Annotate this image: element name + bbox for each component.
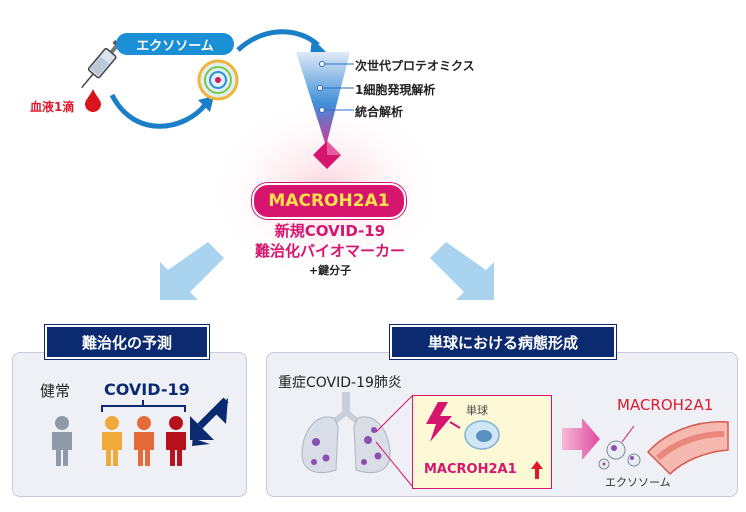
person-healthy-icon <box>52 416 72 466</box>
monocyte-label: 単球 <box>466 404 488 417</box>
biomarker-line-1: 新規COVID-19 <box>274 222 386 240</box>
up-arrow-icon <box>531 461 543 479</box>
biomarker-line-2: 難治化バイオマーカー <box>254 242 405 260</box>
blood-vessel-icon <box>646 421 729 476</box>
left-panel-title: 難治化の予測 <box>45 325 209 359</box>
right-branch-arrow <box>430 242 494 300</box>
exosome-label-right: エクソソーム <box>605 476 671 489</box>
pink-arrow-icon <box>562 418 600 460</box>
right-panel-title: 単球における病態形成 <box>390 325 616 359</box>
key-molecule-label: +鍵分子 <box>308 264 352 277</box>
healthy-label: 健常 <box>40 382 71 400</box>
vessel-exosomes <box>598 421 729 476</box>
pointer-arrow-icon <box>190 397 229 446</box>
left-branch-arrow <box>160 242 224 300</box>
pipeline-step-3: 統合解析 <box>355 105 404 119</box>
lightning-icon <box>426 402 461 442</box>
syringe-icon <box>81 40 123 89</box>
person-covid-1-icon <box>102 416 122 466</box>
covid-label: COVID-19 <box>104 380 190 399</box>
analysis-funnel <box>296 52 354 146</box>
exosome-icon <box>197 59 239 101</box>
person-covid-3-icon <box>166 416 186 466</box>
pipeline-step-2: 1細胞発現解析 <box>355 83 436 97</box>
exosome-pill: エクソソーム <box>116 33 234 55</box>
pneumonia-label: 重症COVID-19肺炎 <box>278 375 402 391</box>
left-panel <box>12 352 247 497</box>
inset-protein-label: MACROH2A1 <box>424 462 517 477</box>
person-covid-2-icon <box>134 416 154 466</box>
lungs-icon <box>301 392 391 474</box>
exosome-particles-icon <box>598 440 641 470</box>
diamond-icon <box>313 141 341 169</box>
pipeline-step-1: 次世代プロテオミクス <box>355 59 475 73</box>
protein-label-right: MACROH2A1 <box>617 396 714 414</box>
monocyte-cell-icon <box>464 420 500 450</box>
blood-label: 血液1滴 <box>30 100 75 114</box>
blood-drop-icon <box>85 89 101 112</box>
macroh2a1-pill: MACROH2A1 <box>252 183 406 219</box>
